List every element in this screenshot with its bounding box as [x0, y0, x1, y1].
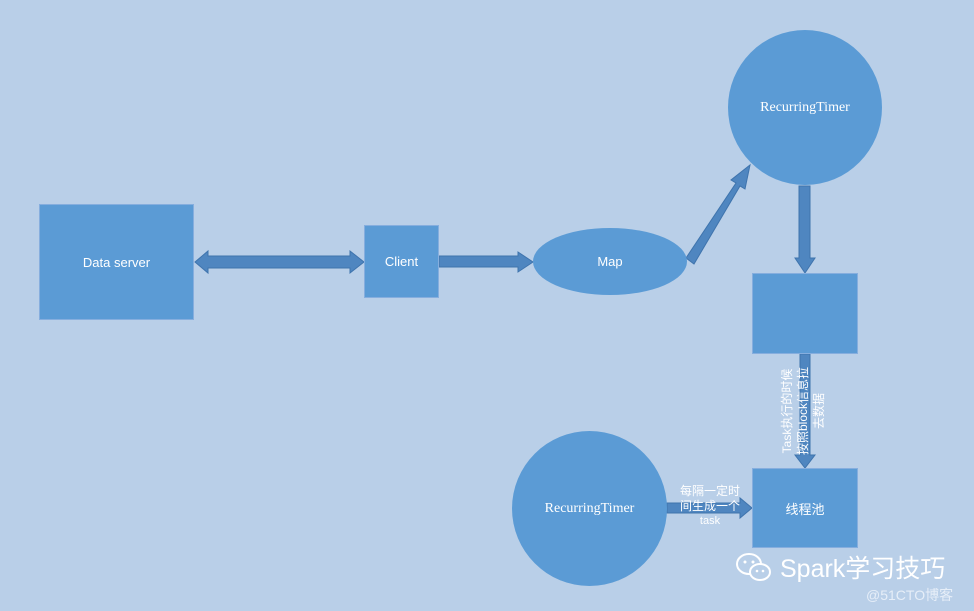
task-exec-line2: 按照block信息拉	[796, 367, 810, 456]
interval-line1: 每隔一定时	[679, 484, 740, 498]
watermark: Spark学习技巧	[734, 549, 945, 585]
arrow-box-pool	[793, 353, 817, 469]
task-exec-line3: 去数据	[812, 393, 826, 430]
interval-line3: task	[699, 515, 721, 527]
task-exec-annotation: Task执行的时候 按照block信息拉 去数据	[779, 356, 829, 466]
client-node: Client	[364, 225, 439, 298]
arrow-timer2-pool	[666, 496, 753, 520]
block-box-node	[752, 273, 858, 354]
recurring-timer-bottom-node: RecurringTimer	[512, 431, 667, 586]
watermark-site: @51CTO博客	[866, 587, 954, 603]
client-label: Client	[384, 254, 419, 269]
data-server-label: Data server	[82, 254, 151, 270]
arrow-timer-box	[794, 185, 816, 274]
map-node: Map	[533, 228, 687, 295]
arrow-dataserver-client	[194, 249, 365, 275]
data-server-node: Data server	[39, 204, 194, 320]
watermark-brand: Spark学习技巧	[780, 555, 946, 583]
recurring-timer-top-label: RecurringTimer	[760, 99, 850, 115]
interval-line2: 间生成一个	[679, 499, 740, 513]
recurring-timer-bottom-label: RecurringTimer	[544, 500, 635, 516]
map-label: Map	[597, 254, 623, 269]
arrow-client-map	[438, 251, 534, 273]
thread-pool-label: 线程池	[785, 501, 825, 517]
interval-annotation: 每隔一定时 间生成一个 task	[670, 484, 750, 529]
task-exec-line1: Task执行的时候	[780, 368, 794, 454]
wechat-icon	[736, 553, 771, 581]
recurring-timer-top-node: RecurringTimer	[728, 30, 882, 185]
thread-pool-node: 线程池	[752, 468, 858, 548]
arrow-map-timer	[685, 163, 751, 265]
